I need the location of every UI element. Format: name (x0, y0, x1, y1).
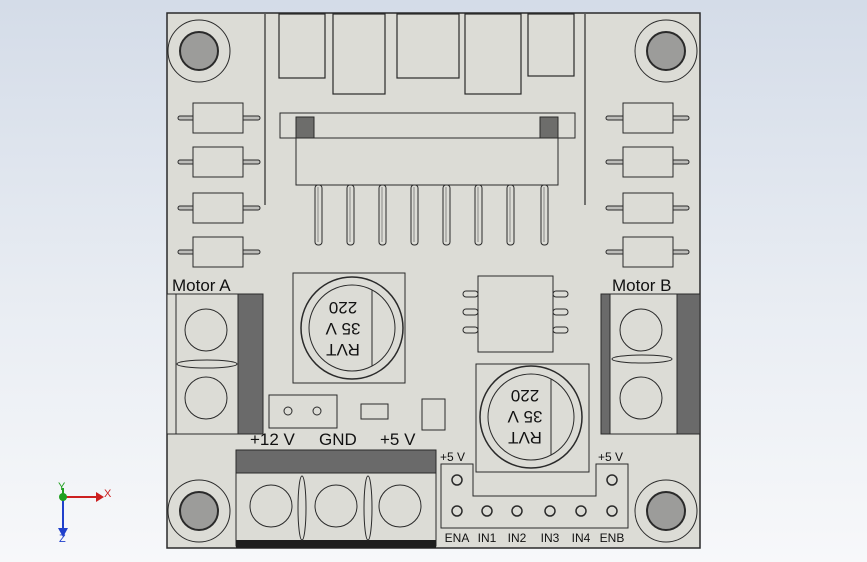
pin-label-ena: ENA (445, 531, 470, 545)
resistor-body (622, 102, 674, 134)
regulator-chip (462, 275, 569, 353)
resistor-body (192, 102, 244, 134)
pin-label-in1: IN1 (478, 531, 497, 545)
resistors-right (605, 102, 690, 268)
axis-x-label: X (104, 488, 112, 500)
resistor-body (192, 146, 244, 178)
smd-resistor (360, 403, 389, 420)
ic-pins (314, 184, 549, 246)
pin-label-in4: IN4 (572, 531, 591, 545)
capacitor-2-line3: 220 (511, 386, 539, 405)
capacitor-1-line2: 35 V (325, 319, 361, 338)
header-pin (511, 505, 523, 517)
label-gnd: GND (319, 430, 357, 449)
resistors-left (177, 102, 261, 268)
header-pin (606, 505, 618, 517)
resistor-body (622, 146, 674, 178)
pin-label-enb: ENB (600, 531, 625, 545)
capacitor-1: RVT 35 V 220 (292, 272, 406, 384)
pin-label-in2: IN2 (508, 531, 527, 545)
header-5v-right-label: +5 V (598, 450, 623, 464)
header-pin-5v (606, 474, 618, 486)
capacitor-2-line2: 35 V (507, 407, 543, 426)
pin-labels: ENA IN1 IN2 IN3 IN4 ENB (445, 531, 625, 545)
mounting-hole-top-right (634, 19, 698, 83)
power-terminal (235, 449, 437, 548)
capacitor-1-line1: RVT (326, 340, 360, 359)
coordinate-triad: X Y Z (58, 481, 112, 545)
heatsink-tabs (264, 13, 586, 205)
label-5v: +5 V (380, 430, 416, 449)
power-led (421, 398, 446, 431)
mounting-hole-bottom-left (167, 479, 231, 543)
control-header (440, 463, 629, 529)
resistor-body (622, 192, 674, 224)
motor-b-label: Motor B (612, 276, 672, 295)
header-5v-left-label: +5 V (440, 450, 465, 464)
mounting-hole-bottom-right (634, 479, 698, 543)
axis-z-label: Z (59, 533, 66, 545)
header-pin-5v (451, 474, 463, 486)
capacitor-2-line1: RVT (508, 428, 542, 447)
mounting-hole-top-left (167, 19, 231, 83)
header-pin (481, 505, 493, 517)
driver-ic (279, 112, 576, 246)
header-pin (544, 505, 556, 517)
motor-a-terminal (166, 293, 264, 435)
axis-y-label: Y (58, 481, 66, 493)
resistor-body (192, 236, 244, 268)
label-12v: +12 V (250, 430, 296, 449)
five-volt-jumper (268, 394, 338, 429)
header-pin (451, 505, 463, 517)
capacitor-2: RVT 35 V 220 (475, 363, 590, 473)
resistor-body (622, 236, 674, 268)
motor-b-terminal (600, 293, 701, 435)
motor-a-label: Motor A (172, 276, 231, 295)
pin-label-in3: IN3 (541, 531, 560, 545)
header-pin (575, 505, 587, 517)
capacitor-1-line3: 220 (329, 298, 357, 317)
resistor-body (192, 192, 244, 224)
